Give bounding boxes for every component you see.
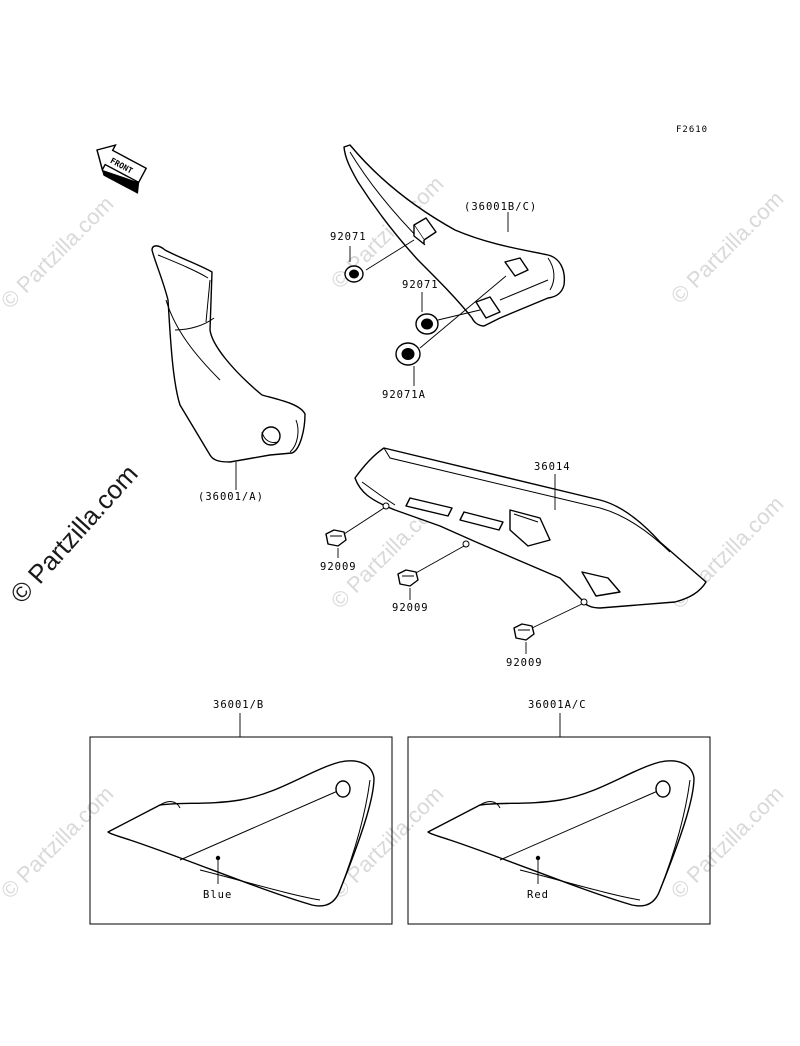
figure-code: F2610 (676, 125, 708, 135)
grommet-92071a: 92071A (382, 275, 507, 401)
right-side-cover: (36001B/C) (343, 144, 566, 327)
callout-box-left: 36001/B (213, 699, 264, 711)
color-label-red: Red (527, 889, 549, 901)
watermark-main: © Partzilla.com (4, 459, 144, 609)
callout-box-right: 36001A/C (528, 699, 587, 711)
watermark: © Partzilla.com (0, 781, 118, 904)
watermark: © Partzilla.com (666, 186, 789, 309)
color-variant-box-left: 36001/B Blue (89, 699, 393, 925)
left-side-cover: (36001/A) (151, 245, 306, 503)
callout-grommet-1: 92071 (330, 231, 367, 243)
variant-box-left (89, 736, 393, 925)
grommet-92071-a: 92071 (330, 231, 415, 283)
callout-bolt-1: 92009 (320, 561, 357, 573)
front-arrow-icon: FRONT (96, 144, 148, 194)
bolt-92009-a: 92009 (320, 507, 385, 573)
bolt-92009-b: 92009 (392, 545, 465, 614)
watermark: © Partzilla.com (666, 0, 789, 4)
callout-bolt-2: 92009 (392, 602, 429, 614)
variant-box-right (407, 736, 711, 925)
color-label-blue: Blue (203, 889, 232, 901)
callout-chain-guard: 36014 (534, 461, 571, 473)
callout-grommet-2: 92071 (402, 279, 439, 291)
watermark: © Partzilla.com (0, 191, 118, 314)
callout-right-cover-top: (36001B/C) (464, 201, 537, 213)
grommet-92071-b: 92071 (402, 279, 481, 335)
callout-left-cover: (36001/A) (198, 491, 264, 503)
chain-guard: 36014 (354, 447, 707, 609)
watermark: © Partzilla.com (331, 0, 454, 4)
bolt-92009-c: 92009 (506, 603, 583, 669)
color-variant-box-right: 36001A/C Red (407, 699, 711, 925)
callout-bolt-3: 92009 (506, 657, 543, 669)
callout-grommet-3: 92071A (382, 389, 426, 401)
